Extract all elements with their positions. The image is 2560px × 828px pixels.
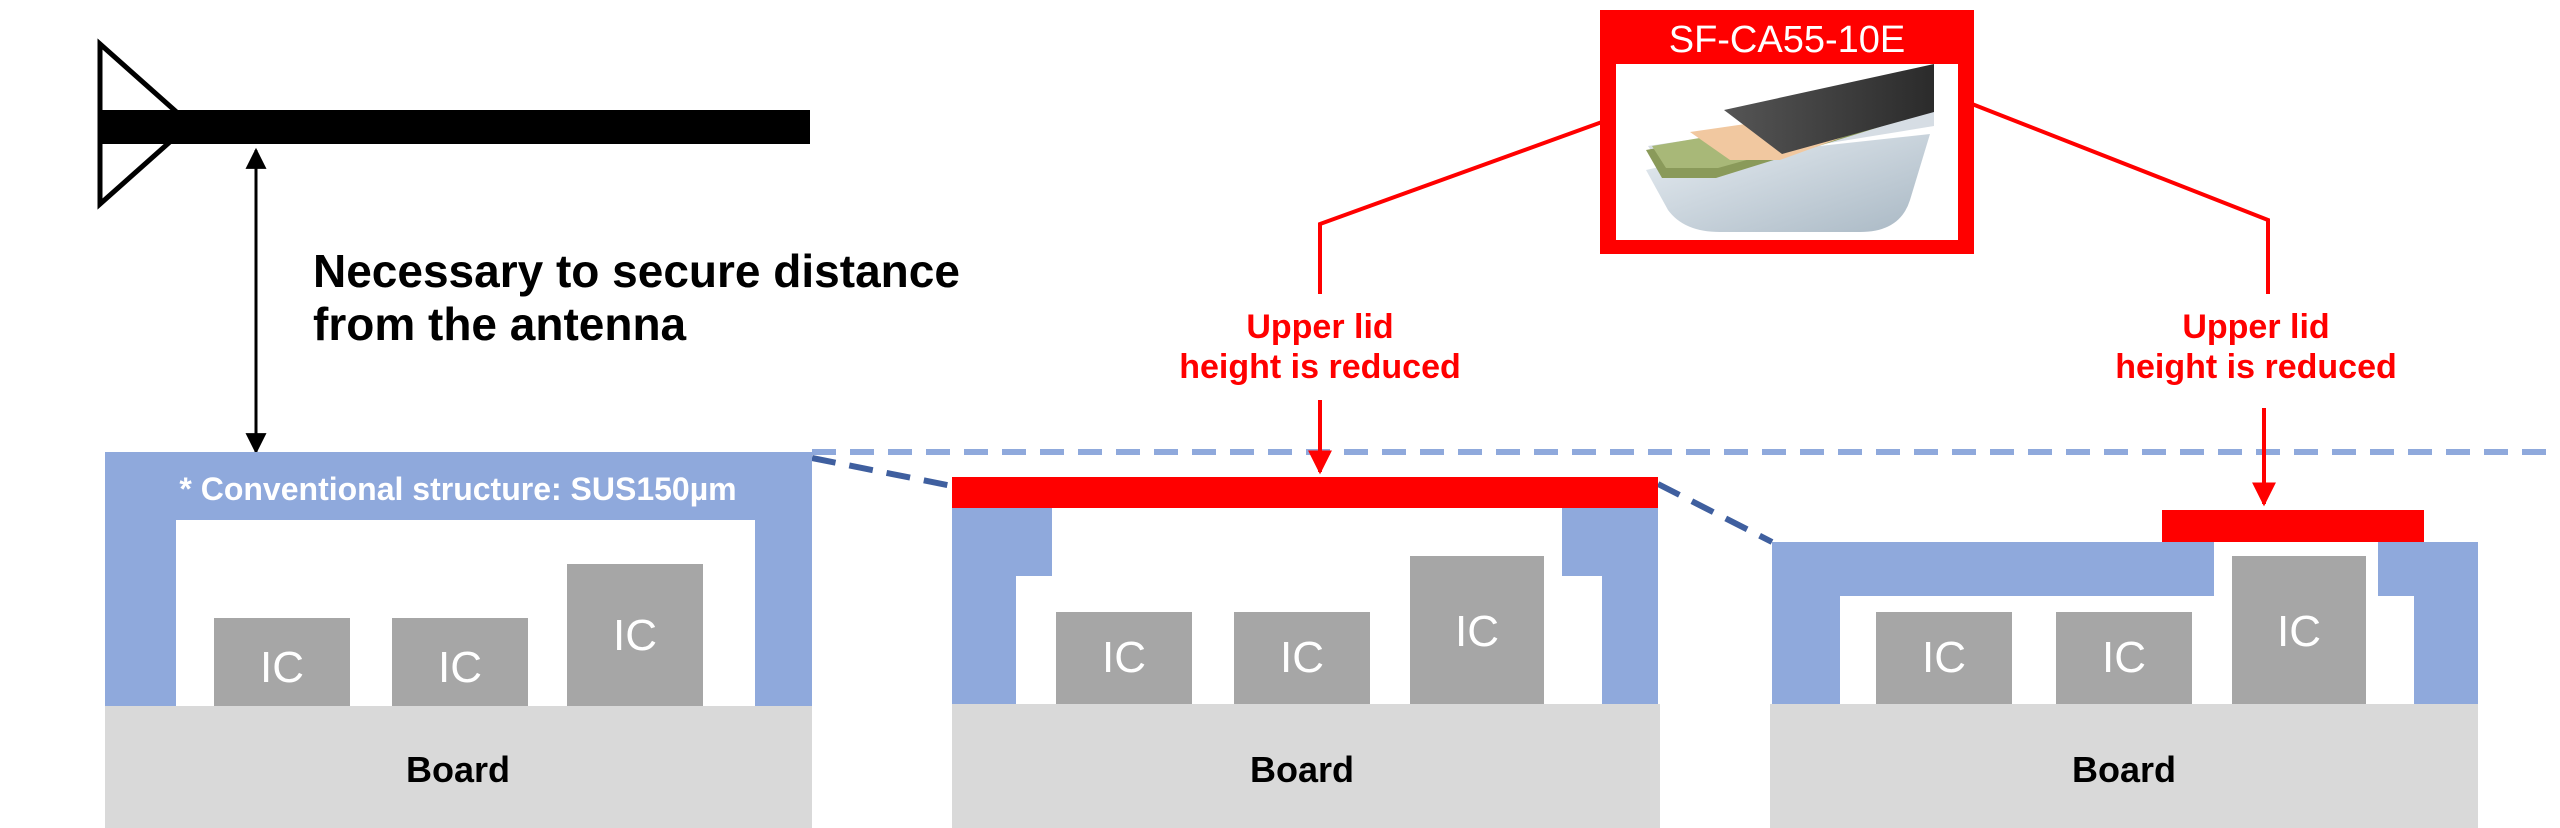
board: [1770, 704, 2478, 828]
board: [952, 704, 1660, 828]
ic-chip: [392, 618, 528, 708]
ic-label: IC: [260, 643, 304, 692]
shield-frame: [952, 508, 1052, 706]
board-label: Board: [406, 749, 510, 790]
tape-material-image: [1646, 64, 1934, 232]
ic-label: IC: [1280, 633, 1324, 682]
board: [105, 706, 812, 828]
ic-label: IC: [613, 611, 657, 660]
antenna-element: [100, 110, 810, 144]
conventional-shield: [105, 452, 812, 708]
product-leader-line: [1318, 120, 1603, 294]
board-label: Board: [1250, 749, 1354, 790]
thin-upper-lid: [2162, 510, 2424, 542]
antenna-distance-note-line1: Necessary to secure distance: [313, 245, 960, 297]
reduced-lid-structure-partial: IC IC IC Board Upper lid height is reduc…: [1770, 308, 2478, 828]
reduced-lid-structure-full: IC IC IC Board Upper lid height is reduc…: [952, 308, 1660, 828]
ic-chip: [1234, 612, 1370, 706]
ic-chip: [567, 564, 703, 708]
callout-text-line2: height is reduced: [2115, 348, 2397, 386]
callout-text-line1: Upper lid: [2182, 308, 2329, 346]
conventional-structure-note: * Conventional structure: SUS150µm: [179, 471, 736, 507]
antenna: [97, 38, 810, 210]
ic-chip: [1410, 556, 1544, 706]
thin-upper-lid: [952, 477, 1658, 508]
board-label: Board: [2072, 749, 2176, 790]
ic-chip: [2232, 556, 2366, 706]
ic-label: IC: [438, 643, 482, 692]
callout-text-line1: Upper lid: [1246, 308, 1393, 346]
height-drop-line-1: [811, 455, 953, 489]
shield-frame: [1562, 508, 1658, 706]
ic-label: IC: [1455, 607, 1499, 656]
product-name: SF-CA55-10E: [1669, 19, 1906, 61]
product-leader-line: [1971, 102, 2270, 294]
ic-label: IC: [1102, 633, 1146, 682]
antenna-distance-note-line2: from the antenna: [313, 298, 687, 350]
callout-text-line2: height is reduced: [1179, 348, 1461, 386]
ic-chip: [1056, 612, 1192, 706]
ic-label: IC: [2102, 633, 2146, 682]
shield-frame: [2378, 542, 2478, 706]
product-callout: SF-CA55-10E: [1318, 10, 2270, 294]
ic-label: IC: [1922, 633, 1966, 682]
ic-chip: [2056, 612, 2192, 706]
ic-label: IC: [2277, 607, 2321, 656]
conventional-structure: * Conventional structure: SUS150µm IC IC…: [105, 452, 812, 828]
height-drop-line-2: [1656, 481, 1774, 545]
ic-chip: [1876, 612, 2012, 706]
ic-chip: [214, 618, 350, 708]
shield-frame: [1772, 542, 2214, 706]
